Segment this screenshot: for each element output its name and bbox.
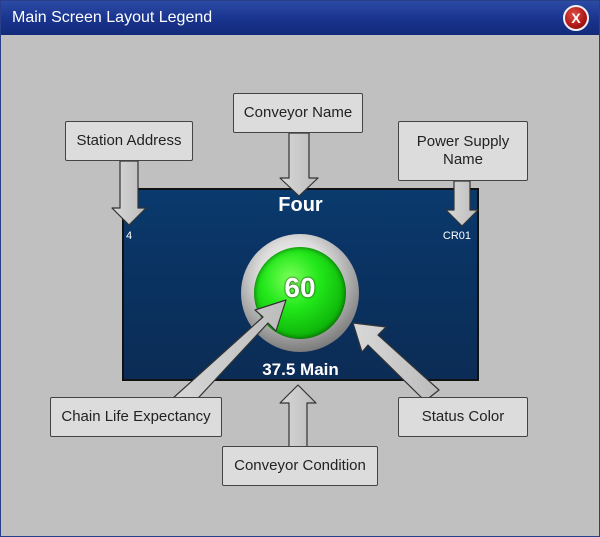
arrow-station-address: [111, 160, 147, 226]
status-indicator: 60: [241, 234, 359, 352]
close-icon: X: [571, 10, 581, 26]
arrow-status-color: [352, 322, 440, 402]
arrow-conveyor-condition: [279, 384, 317, 448]
conveyor-name: Four: [278, 194, 323, 216]
legend-conveyor-condition: Conveyor Condition: [222, 446, 378, 486]
close-button[interactable]: X: [563, 5, 589, 31]
legend-status-color: Status Color: [398, 397, 528, 437]
arrow-power-supply: [445, 180, 479, 227]
arrow-chain-life: [171, 299, 287, 411]
window-title: Main Screen Layout Legend: [12, 9, 213, 26]
legend-station-address: Station Address: [65, 121, 193, 161]
title-bar: Main Screen Layout Legend X: [1, 1, 599, 35]
station-address: 4: [126, 230, 133, 242]
legend-chain-life-expectancy: Chain Life Expectancy: [50, 397, 222, 437]
legend-conveyor-name: Conveyor Name: [233, 93, 363, 133]
conveyor-condition: 37.5 Main: [262, 360, 339, 379]
legend-power-supply-name: Power Supply Name: [398, 121, 528, 181]
power-supply-name: CR01: [442, 230, 471, 242]
arrow-conveyor-name: [279, 132, 319, 197]
chain-life-value: 60: [284, 272, 316, 303]
